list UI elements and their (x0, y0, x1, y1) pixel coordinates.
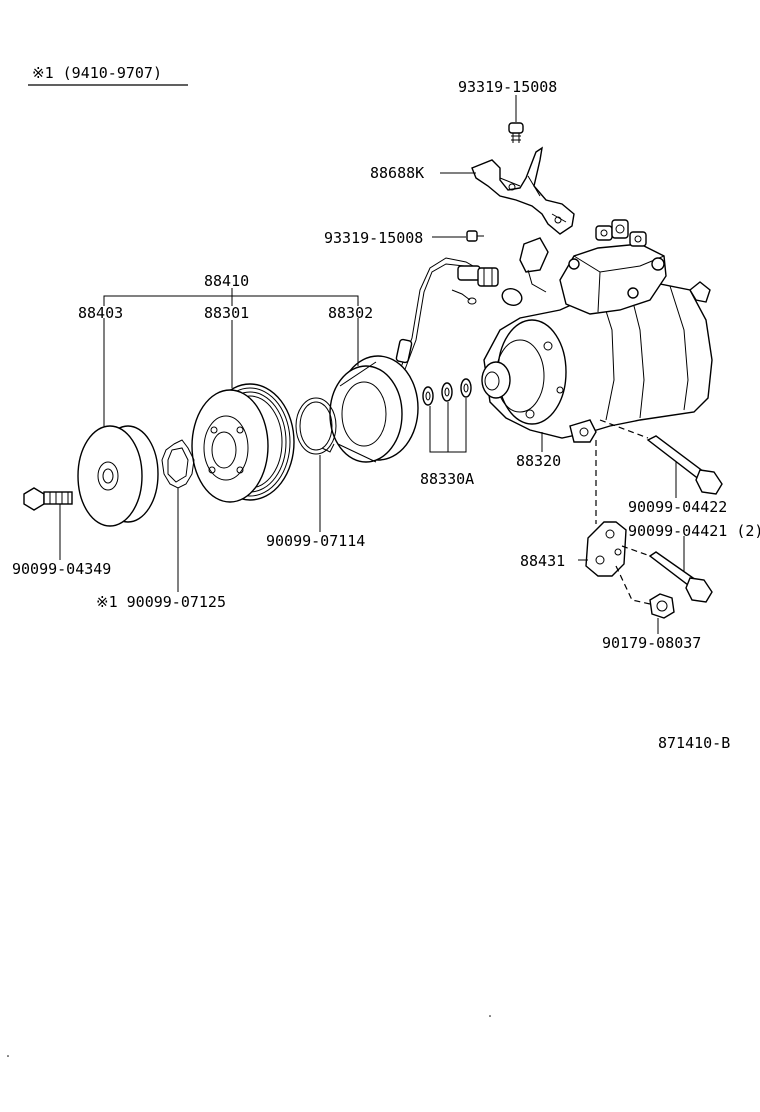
scan-speck (7, 1055, 9, 1057)
pulley-rotor-88301[interactable] (191, 383, 295, 503)
bolt-90099-04421[interactable] (648, 551, 713, 603)
label-90099-04349: 90099-04349 (12, 560, 111, 578)
bracket-88431[interactable] (585, 521, 627, 577)
applicability-note: ※1 (9410-9707) (32, 64, 162, 82)
coil-wire-harness[interactable] (395, 257, 524, 373)
scan-speck (489, 1015, 491, 1017)
nut-90179-08037[interactable] (649, 593, 675, 619)
label-90099-04421: 90099-04421 (2) (628, 522, 760, 540)
shims-88330a[interactable] (422, 378, 472, 406)
label-90099-04422: 90099-04422 (628, 498, 727, 516)
label-88403: 88403 (78, 304, 123, 322)
label-88320: 88320 (516, 452, 561, 470)
bolt-90099-04349[interactable] (23, 487, 73, 511)
dash-90099-04422 (599, 419, 649, 439)
label-88410: 88410 (204, 272, 249, 290)
snap-ring-90099-07114[interactable] (295, 397, 337, 455)
dash-90099-04421 (621, 545, 651, 557)
bracket-88688k[interactable] (471, 146, 575, 235)
label-90099-07114: 90099-07114 (266, 532, 365, 550)
bolt-90099-04422[interactable] (646, 435, 723, 495)
label-88688k: 88688K (370, 164, 424, 182)
label-93319-top: 93319-15008 (458, 78, 557, 96)
group-bracket-88410 (103, 288, 359, 306)
label-90179-08037: 90179-08037 (602, 634, 701, 652)
label-88301: 88301 (204, 304, 249, 322)
bolt-93319-mid[interactable] (466, 230, 484, 242)
label-93319-mid: 93319-15008 (324, 229, 423, 247)
label-88302: 88302 (328, 304, 373, 322)
compressor-88320[interactable] (481, 219, 713, 443)
pressure-plate-88403[interactable] (77, 425, 159, 527)
leader-88330a (429, 398, 467, 453)
figure-id: 871410-B (658, 734, 730, 752)
bolt-93319-top[interactable] (508, 122, 524, 143)
label-88431: 88431 (520, 552, 565, 570)
field-coil-88302[interactable] (329, 355, 419, 463)
label-90099-07125: ※1 90099-07125 (96, 593, 226, 611)
shim-90099-07125[interactable] (161, 439, 195, 489)
dash-90179-08037 (615, 565, 651, 605)
label-88330a: 88330A (420, 470, 474, 488)
